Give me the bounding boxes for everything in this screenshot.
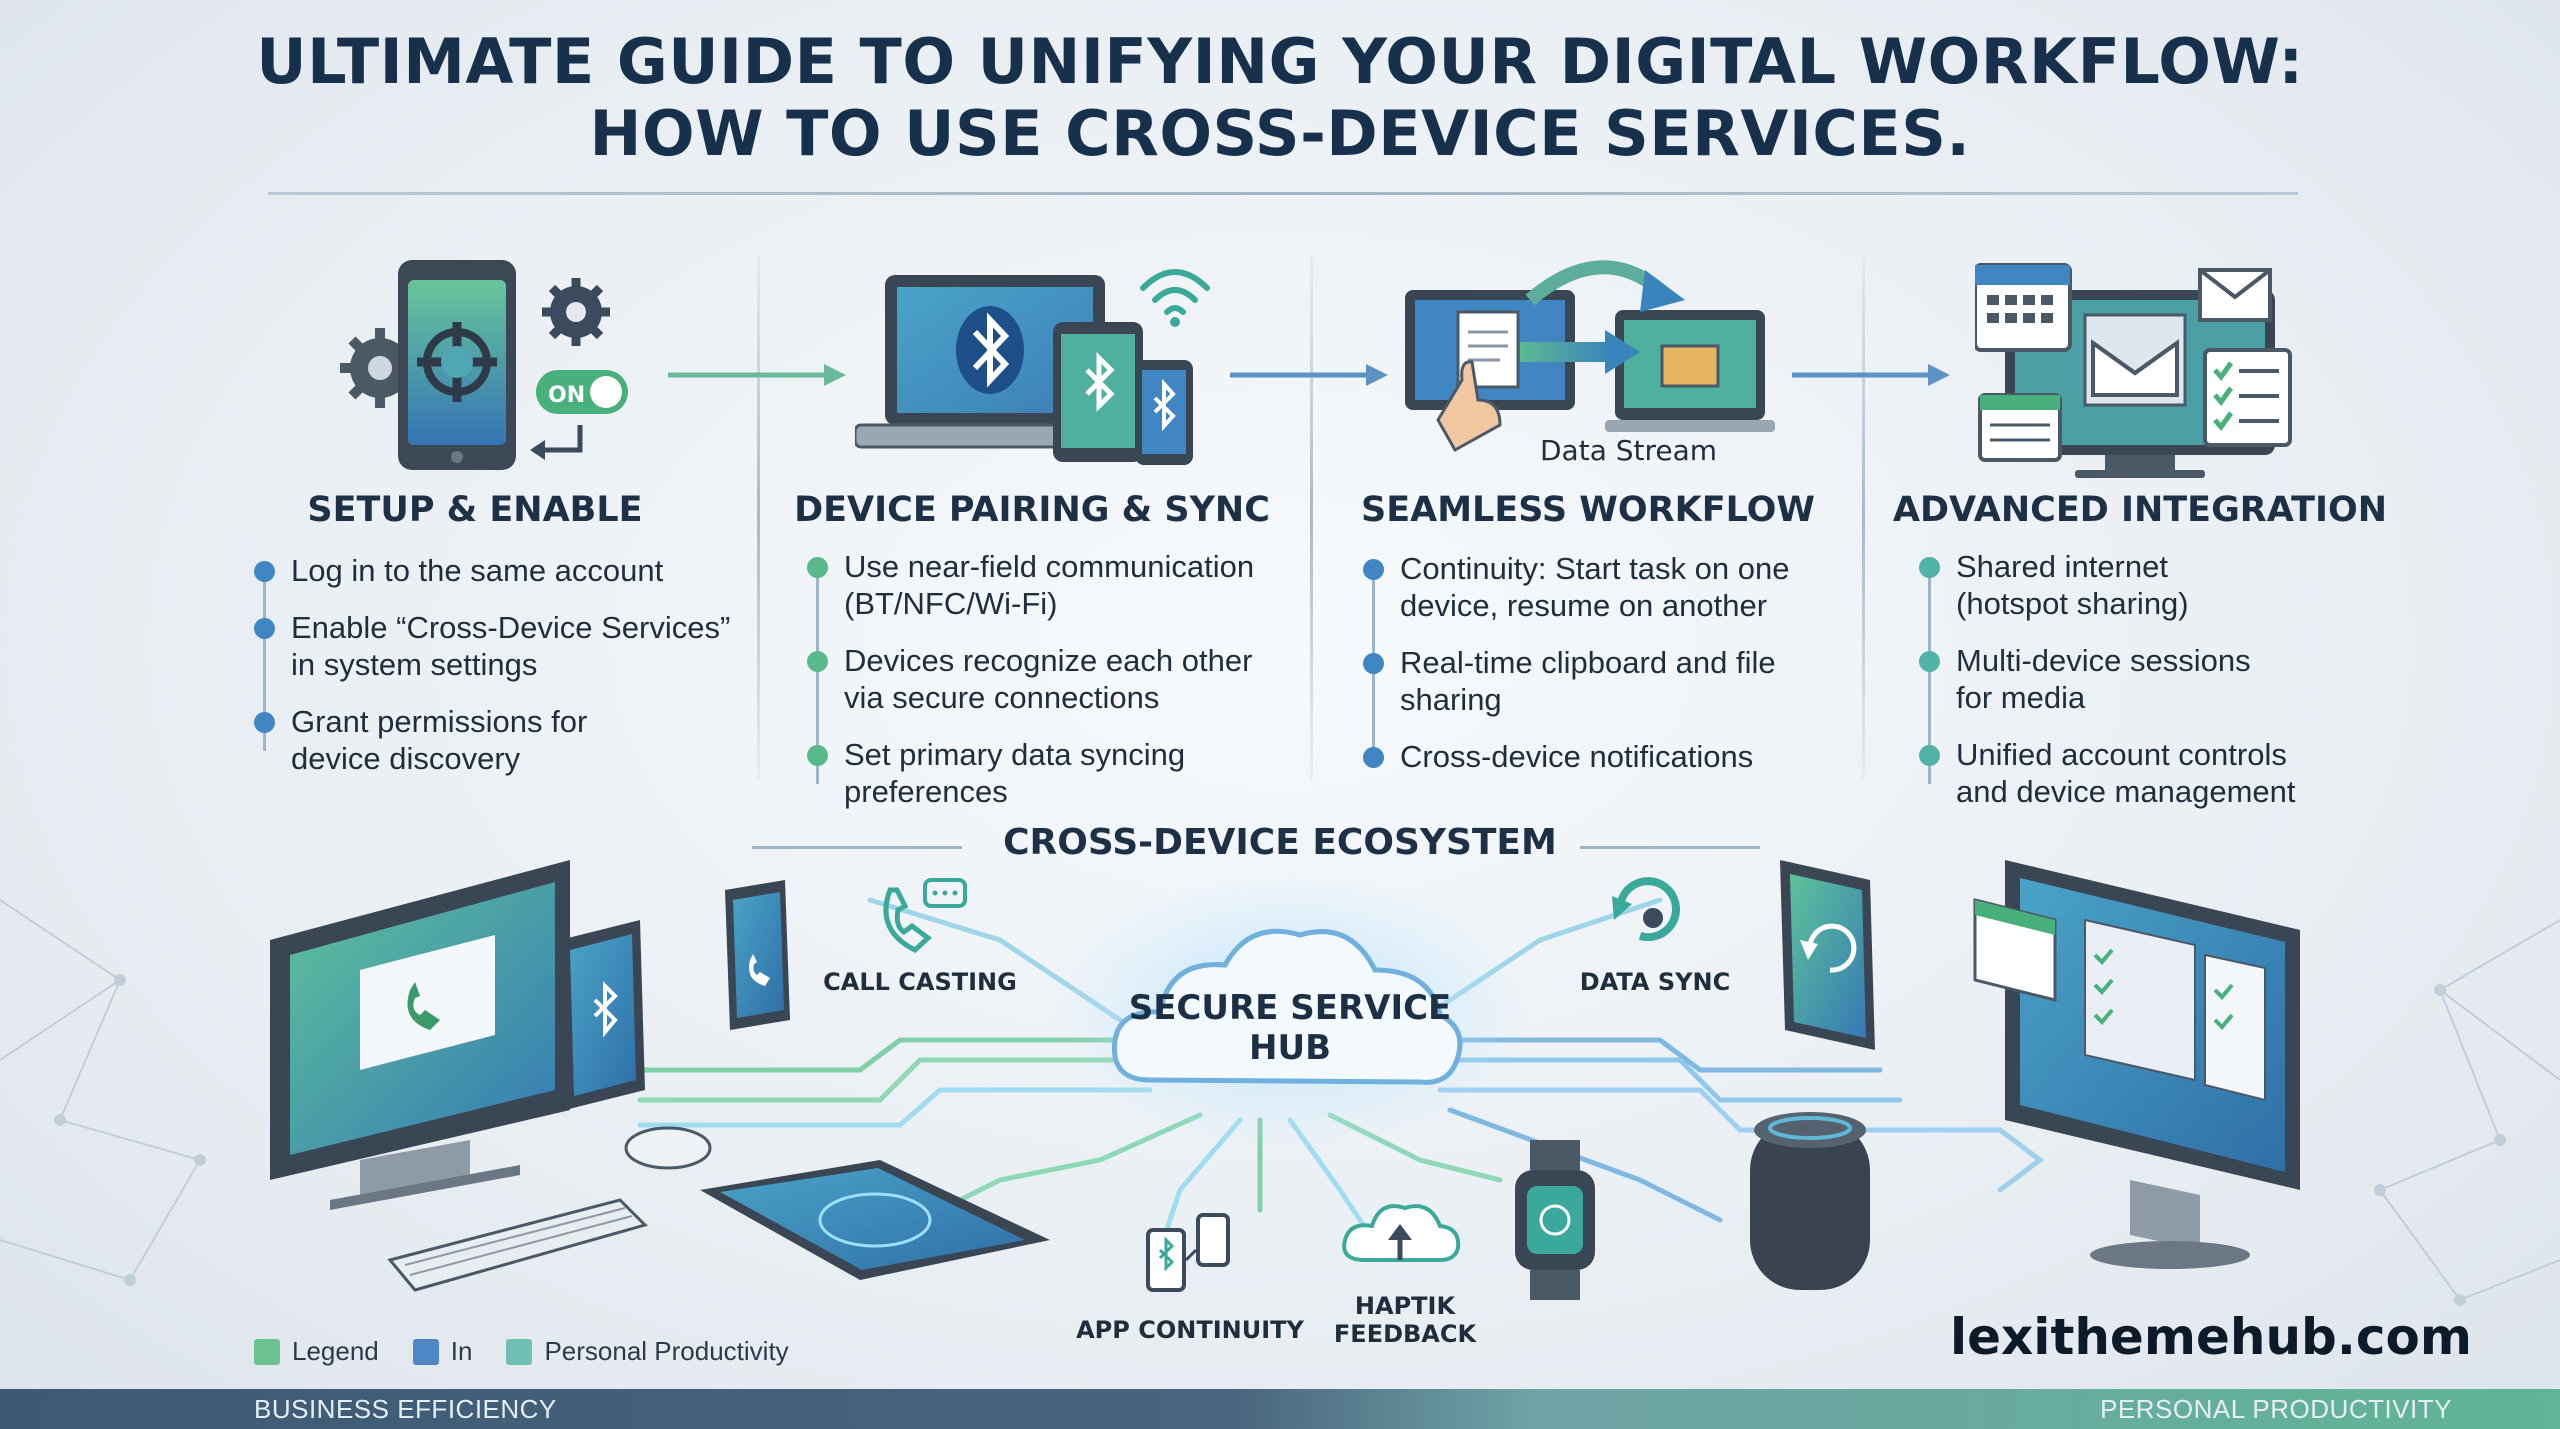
setup-bullet-list: Log in to the same account Enable “Cross… <box>254 552 734 791</box>
ecosystem-network-diagram <box>0 860 2560 1306</box>
legend-swatch <box>254 1338 280 1365</box>
title-line-1: ULTIMATE GUIDE TO UNIFYING YOUR DIGITAL … <box>256 25 2304 98</box>
smartwatch-icon <box>1515 1140 1595 1300</box>
phone-call-icon <box>725 880 790 1030</box>
toggle-on-label: ON <box>548 383 585 408</box>
data-stream-caption: Data Stream <box>1540 434 1717 467</box>
step-heading-workflow: SEAMLESS WORKFLOW <box>1360 490 1816 530</box>
column-divider <box>757 255 760 780</box>
tablet-bluetooth-icon <box>560 920 645 1110</box>
legend-item: In <box>412 1336 472 1367</box>
tablet-flat-icon <box>700 1160 1050 1280</box>
bullet-dot <box>254 712 275 733</box>
desktop-computer-left-icon <box>270 860 712 1292</box>
secure-service-hub-label: SECURE SERVICE HUB <box>1128 988 1452 1068</box>
list-item: Log in to the same account <box>254 552 734 589</box>
title-divider <box>268 192 2298 195</box>
file-transfer-icon: Data Stream <box>1405 260 1775 467</box>
bullet-dot <box>1919 557 1940 578</box>
bluetooth-devices-icon <box>855 269 1210 465</box>
list-item: Set primary data syncing preferences <box>807 736 1237 810</box>
step-heading-pairing: DEVICE PAIRING & SYNC <box>794 490 1270 530</box>
app-continuity-label: APP CONTINUITY <box>1076 1316 1304 1344</box>
list-item: Devices recognize each other via secure … <box>807 642 1267 716</box>
bullet-dot <box>1363 559 1384 580</box>
footer-bar <box>0 1389 2560 1429</box>
list-item: Multi-device sessions for media <box>1919 642 2259 716</box>
bullet-dot <box>1919 651 1940 672</box>
integration-bullet-list: Shared internet (hotspot sharing) Multi-… <box>1919 548 2339 824</box>
legend: Legend In Personal Productivity <box>254 1336 789 1367</box>
bullet-dot <box>1363 747 1384 768</box>
ecosystem-rule <box>1580 846 1760 849</box>
list-item: Real-time clipboard and file sharing <box>1363 644 1783 718</box>
app-continuity-icon <box>1146 1213 1230 1292</box>
smart-speaker-icon <box>1750 1112 1870 1290</box>
dashboard-monitor-icon <box>1975 263 2292 478</box>
legend-swatch <box>412 1338 439 1365</box>
column-divider <box>1862 255 1865 780</box>
haptik-feedback-icon <box>1342 1204 1461 1262</box>
flow-arrow-icon <box>668 364 846 386</box>
desktop-computer-right-icon <box>1973 860 2300 1269</box>
list-item: Enable “Cross-Device Services” in system… <box>254 609 734 683</box>
bullet-dot <box>1919 745 1940 766</box>
phone-settings-icon: ON <box>340 260 628 470</box>
legend-item: Personal Productivity <box>506 1336 789 1367</box>
ecosystem-title: CROSS-DEVICE ECOSYSTEM <box>1003 822 1557 863</box>
bullet-dot <box>1363 653 1384 674</box>
ecosystem-rule <box>752 846 962 849</box>
title-line-2: HOW TO USE CROSS-DEVICE SERVICES. <box>589 97 1971 170</box>
legend-swatch <box>506 1338 533 1365</box>
bullet-dot <box>807 557 828 578</box>
site-watermark: lexithemehub.com <box>1950 1308 2472 1366</box>
data-sync-label: DATA SYNC <box>1579 968 1731 996</box>
page-title: ULTIMATE GUIDE TO UNIFYING YOUR DIGITAL … <box>0 26 2560 170</box>
pairing-bullet-list: Use near-field communication (BT/NFC/Wi-… <box>807 548 1307 824</box>
tablet-sync-icon <box>1780 860 1875 1050</box>
list-item: Unified account controls and device mana… <box>1919 736 2339 810</box>
list-item: Cross-device notifications <box>1363 738 1843 775</box>
step-heading-setup: SETUP & ENABLE <box>307 490 643 530</box>
footer-left-label: BUSINESS EFFICIENCY <box>254 1394 557 1424</box>
list-item: Use near-field communication (BT/NFC/Wi-… <box>807 548 1307 622</box>
bullet-dot <box>807 651 828 672</box>
call-casting-label: CALL CASTING <box>823 968 1017 996</box>
list-item: Grant permissions for device discovery <box>254 703 654 777</box>
data-sync-icon <box>1612 877 1680 942</box>
bullet-dot <box>807 745 828 766</box>
step-heading-integration: ADVANCED INTEGRATION <box>1892 490 2388 530</box>
column-divider <box>1310 255 1313 780</box>
flow-arrow-icon <box>1230 364 1388 386</box>
flow-arrow-icon <box>1792 364 1950 386</box>
list-item: Continuity: Start task on one device, re… <box>1363 550 1833 624</box>
haptik-feedback-label: HAPTIK FEEDBACK <box>1333 1292 1477 1348</box>
workflow-bullet-list: Continuity: Start task on one device, re… <box>1363 550 1843 789</box>
list-item: Shared internet (hotspot sharing) <box>1919 548 2239 622</box>
call-casting-icon <box>883 878 967 954</box>
bullet-dot <box>254 618 275 639</box>
bullet-dot <box>254 561 275 582</box>
legend-item: Legend <box>254 1336 379 1367</box>
footer-right-label: PERSONAL PRODUCTIVITY <box>2100 1394 2452 1424</box>
